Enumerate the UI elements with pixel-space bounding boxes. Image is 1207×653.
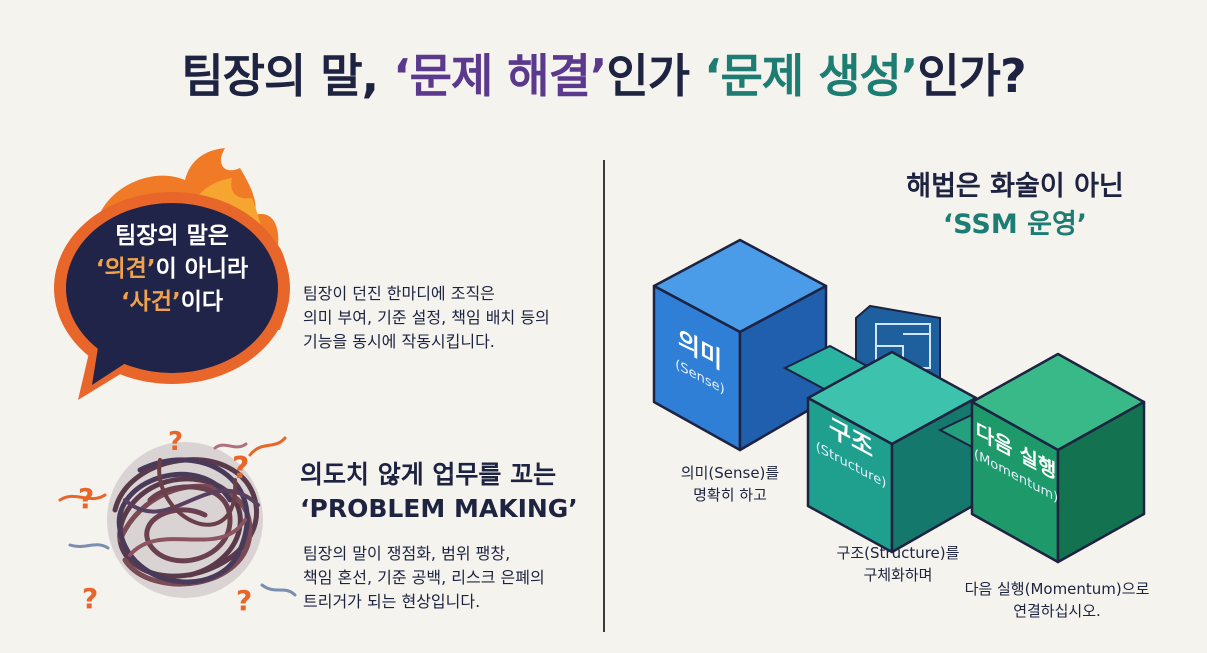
title-problem-making: ‘문제 생성’: [704, 49, 918, 103]
bubble-highlight-event: ‘사건’: [120, 289, 181, 315]
caption-line: 구체화하며: [863, 566, 933, 584]
section-heading-problem-making: 의도치 않게 업무를 꼬는 ‘PROBLEM MAKING’: [300, 458, 600, 526]
question-mark-icon: ?: [82, 582, 98, 615]
bubble-highlight-opinion: ‘의견’: [95, 256, 156, 282]
paragraph-line: 트리거가 되는 현상입니다.: [303, 592, 481, 611]
caption-line: 구조(Structure)를: [836, 544, 960, 562]
caption-line: 연결하십시오.: [1013, 602, 1101, 620]
cube-structure: [806, 350, 978, 554]
title-part3: 인가: [606, 49, 705, 103]
paragraph-line: 팀장이 던진 한마디에 조직은: [303, 284, 495, 303]
caption-momentum: 다음 실행(Momentum)으로 연결하십시오.: [952, 578, 1162, 622]
title-part1: 팀장의 말,: [181, 49, 394, 103]
right-heading-ssm: ‘SSM 운영’: [942, 209, 1088, 240]
paragraph-event: 팀장이 던진 한마디에 조직은 의미 부여, 기준 설정, 책임 배치 등의 기…: [303, 282, 593, 354]
cube-momentum: [970, 352, 1146, 564]
question-mark-icon: ?: [168, 427, 183, 457]
paragraph-line: 팀장의 말이 쟁점화, 범위 팽창,: [303, 544, 511, 563]
question-mark-icon: ?: [236, 584, 252, 617]
paragraph-line: 의미 부여, 기준 설정, 책임 배치 등의: [303, 308, 550, 327]
speech-bubble-text: 팀장의 말은 ‘의견’이 아니라 ‘사건’이다: [72, 220, 272, 319]
bubble-line2-rest: 이 아니라: [155, 256, 249, 282]
paragraph-problem-making: 팀장의 말이 쟁점화, 범위 팽창, 책임 혼선, 기준 공백, 리스크 은폐의…: [303, 542, 593, 614]
bubble-line3: ‘사건’이다: [72, 286, 272, 319]
page-title: 팀장의 말, ‘문제 해결’인가 ‘문제 생성’인가?: [0, 40, 1207, 106]
caption-structure: 구조(Structure)를 구체화하며: [818, 542, 978, 586]
paragraph-line: 기능을 동시에 작동시킵니다.: [303, 332, 495, 351]
bubble-line3-rest: 이다: [180, 289, 224, 315]
section-heading-line: ‘PROBLEM MAKING’: [300, 494, 578, 523]
tangled-yarn-icon: [58, 436, 297, 598]
bubble-line2: ‘의견’이 아니라: [72, 253, 272, 286]
paragraph-line: 책임 혼선, 기준 공백, 리스크 은폐의: [303, 568, 545, 587]
question-mark-icons: ? ? ? ? ?: [78, 427, 252, 617]
right-heading: 해법은 화술이 아닌 ‘SSM 운영’: [840, 168, 1190, 244]
speech-bubble: [54, 192, 290, 400]
caption-line: 의미(Sense)를: [680, 464, 780, 482]
title-problem-solving: ‘문제 해결’: [393, 49, 607, 103]
question-mark-icon: ?: [78, 482, 94, 515]
caption-line: 다음 실행(Momentum)으로: [964, 580, 1150, 598]
caption-sense: 의미(Sense)를 명확히 하고: [660, 462, 800, 506]
question-mark-icon: ?: [232, 451, 249, 486]
right-heading-line1: 해법은 화술이 아닌: [906, 171, 1124, 202]
caption-line: 명확히 하고: [693, 486, 767, 504]
section-heading-line: 의도치 않게 업무를 꼬는: [300, 460, 557, 489]
title-part5: 인가?: [917, 49, 1026, 103]
column-divider: [603, 160, 605, 632]
bubble-line1: 팀장의 말은: [115, 223, 229, 249]
